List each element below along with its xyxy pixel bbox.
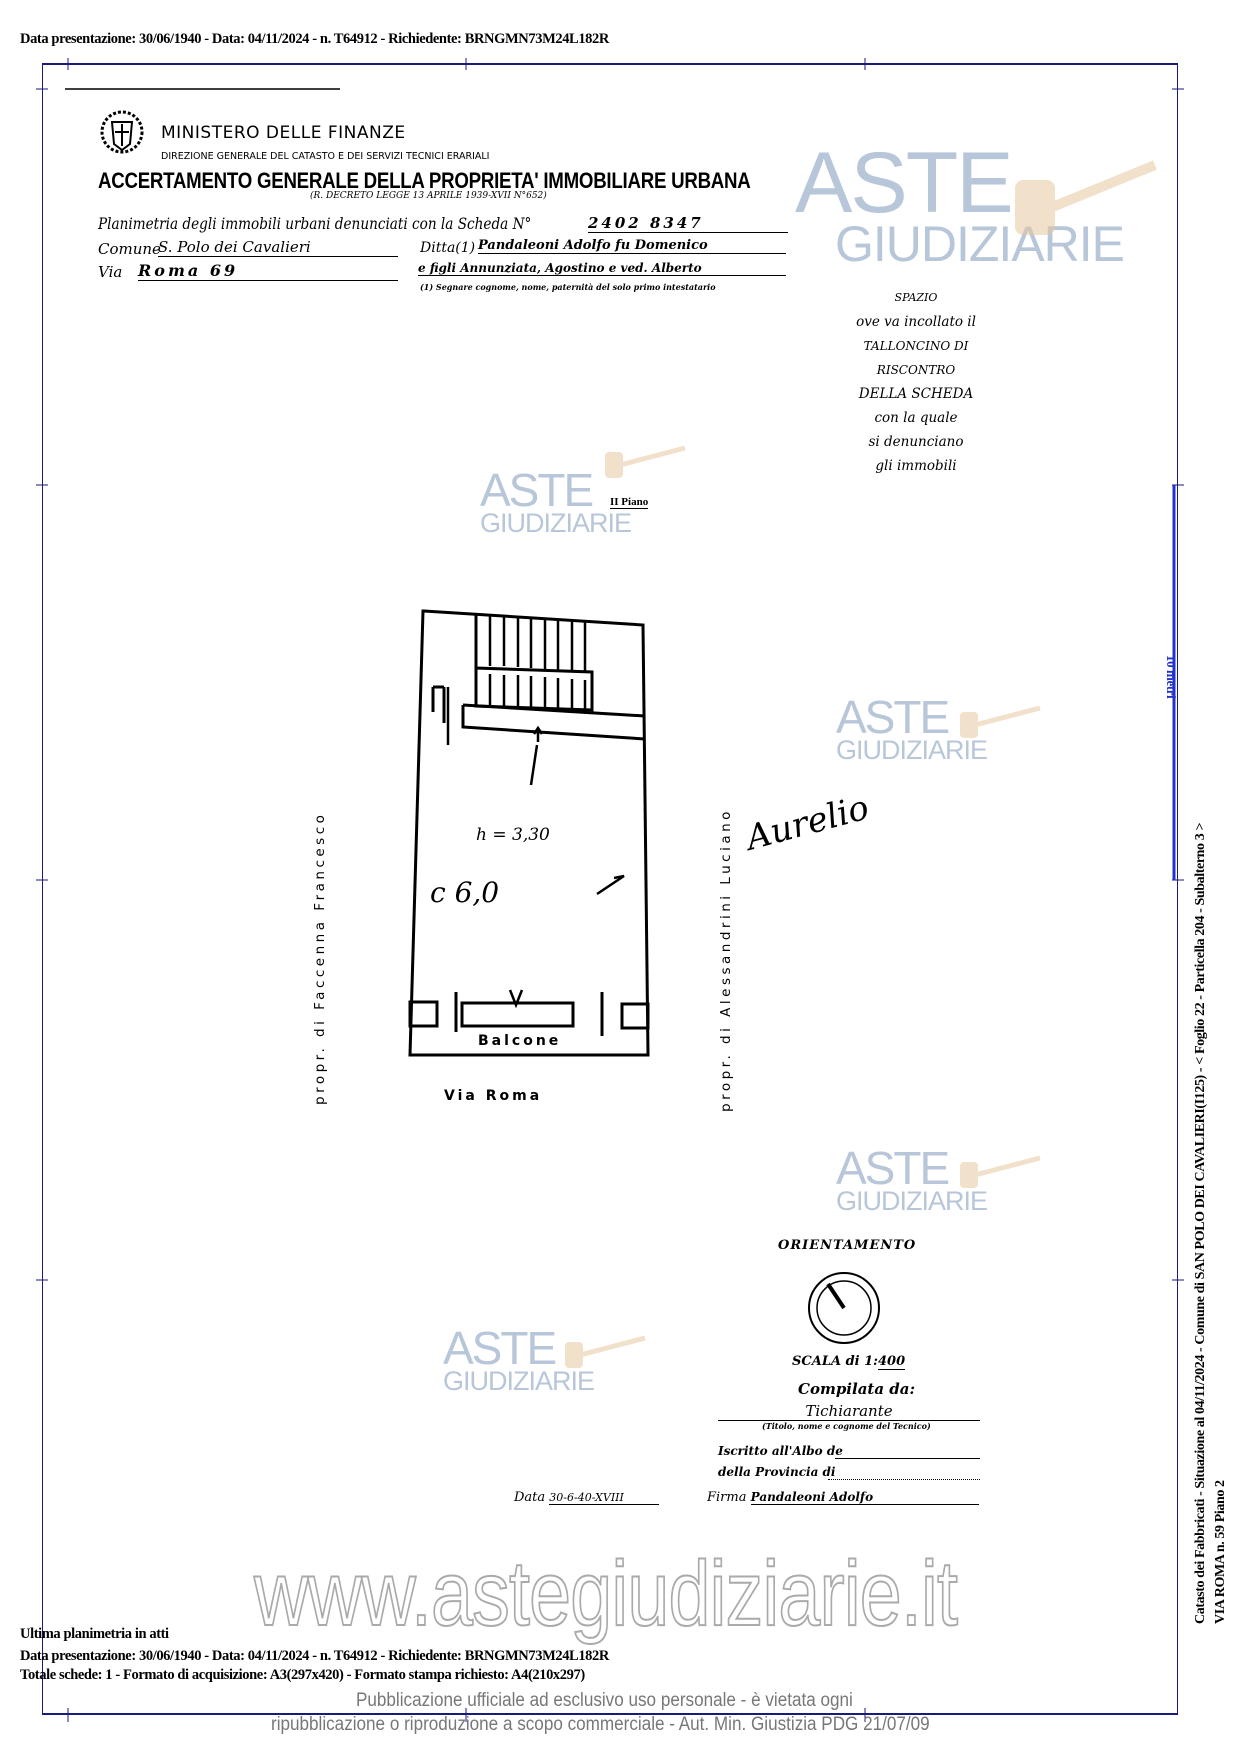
watermark-brand: ASTE: [480, 464, 594, 516]
comune-value: S. Polo dei Cavalieri: [158, 238, 398, 257]
planimetria-label: Planimetria degli immobili urbani denunc…: [98, 214, 532, 233]
sign-label: Firma: [707, 1490, 747, 1505]
ministry-name: MINISTERO DELLE FINANZE: [161, 123, 406, 143]
gavel-icon: [605, 445, 686, 478]
floor-label: II Piano: [610, 496, 649, 509]
watermark-brand-sub: GIUDIZIARIE: [480, 508, 632, 539]
province-field: [828, 1479, 980, 1480]
gavel-icon: [960, 1155, 1041, 1188]
scale-bar-label: 10 metri: [1164, 655, 1179, 699]
via-value: Roma 69: [138, 261, 398, 281]
side-line-2: VIA ROMA n. 59 Piano 2: [1213, 1480, 1228, 1624]
floor-plan: [408, 609, 650, 1057]
side-line-1: Catasto dei Fabbricati - Situazione al 0…: [1193, 822, 1208, 1624]
ditta-value-1: Pandaleoni Adolfo fu Domenico: [478, 238, 786, 254]
watermark-brand: ASTE: [836, 1142, 950, 1194]
date-label: Data: [514, 1490, 546, 1505]
footer-line-1: Data presentazione: 30/06/1940 - Data: 0…: [20, 1648, 609, 1664]
height-note: h = 3,30: [476, 825, 550, 845]
gavel-icon: [565, 1335, 646, 1368]
watermark-brand-sub: GIUDIZIARIE: [443, 1366, 595, 1397]
ditta-label: Ditta(1): [420, 240, 476, 256]
ditta-note: (1) Segnare cognome, nome, paternità del…: [420, 282, 716, 292]
scale-label: SCALA di 1:: [792, 1354, 878, 1369]
albo-label: Iscritto all'Albo de: [718, 1444, 843, 1458]
date-value: 30-6-40-XVIII: [549, 1491, 660, 1505]
compass-icon: [808, 1272, 880, 1344]
watermark-brand-sub: GIUDIZIARIE: [836, 735, 988, 766]
ditta-value-2: e figli Annunziata, Agostino e ved. Albe…: [418, 261, 786, 276]
via-label: Via: [98, 263, 123, 281]
street-label: Via Roma: [444, 1088, 543, 1104]
spazio-line: ove va incollato il: [856, 314, 976, 330]
left-neighbor: propr. di Faccenna Francesco: [312, 811, 328, 1105]
spazio-line: TALLONCINO DI RISCONTRO: [863, 339, 969, 377]
footer-line-2: Totale schede: 1 - Formato di acquisizio…: [20, 1667, 585, 1683]
notice-line-2: ripubblicazione o riproduzione a scopo c…: [271, 1714, 930, 1735]
scheda-number: 2402 8347: [588, 214, 788, 233]
technician-note: (Titolo, nome e cognome del Tecnico): [762, 1421, 931, 1431]
page-frame: [42, 63, 1178, 1715]
spazio-line: SPAZIO: [894, 291, 938, 304]
decree: (R. DECRETO LEGGE 13 APRILE 1939-XVII N°…: [310, 191, 547, 201]
watermark-brand: ASTE: [836, 691, 950, 743]
last-plan-note: Ultima planimetria in atti: [20, 1626, 169, 1642]
watermark-brand: ASTE: [795, 135, 1014, 231]
ministry-emblem-icon: [100, 110, 144, 154]
form-title: ACCERTAMENTO GENERALE DELLA PROPRIETA' I…: [98, 168, 751, 193]
sign: Firma Pandaleoni Adolfo: [707, 1490, 979, 1505]
room-label: c 6,0: [430, 876, 500, 909]
balcony-label: Balcone: [478, 1033, 562, 1049]
spazio-line: si denunciano: [868, 434, 964, 450]
scale-value: 400: [877, 1354, 906, 1370]
technician: Tichiarante: [718, 1402, 980, 1421]
spazio-line: DELLA SCHEDA: [858, 386, 974, 402]
gavel-icon: [960, 705, 1041, 738]
spazio-line: con la quale: [874, 410, 958, 426]
albo-field: [835, 1458, 980, 1459]
orientation-label: ORIENTAMENTO: [778, 1238, 917, 1253]
date: Data 30-6-40-XVIII: [514, 1490, 660, 1505]
sign-value: Pandaleoni Adolfo: [750, 1490, 979, 1505]
notice-line-1: Pubblicazione ufficiale ad esclusivo uso…: [356, 1690, 853, 1711]
gavel-icon: [1015, 160, 1157, 235]
scale: SCALA di 1:400: [792, 1354, 906, 1370]
province-label: della Provincia di: [718, 1465, 836, 1479]
header-line: Data presentazione: 30/06/1940 - Data: 0…: [20, 31, 609, 47]
comune-label: Comune: [98, 240, 161, 258]
watermark-brand: ASTE: [443, 1322, 557, 1374]
directorate: DIREZIONE GENERALE DEL CATASTO E DEI SER…: [161, 151, 490, 162]
spazio-line: gli immobili: [875, 458, 957, 474]
spazio-box: SPAZIO ove va incollato il TALLONCINO DI…: [846, 286, 986, 478]
right-neighbor: propr. di Alessandrini Luciano: [718, 808, 734, 1112]
compiled-by: Compilata da:: [798, 1380, 916, 1398]
watermark-brand-sub: GIUDIZIARIE: [836, 1186, 988, 1217]
watermark-brand-sub: GIUDIZIARIE: [835, 216, 1125, 273]
watermark-url: www.astegiudiziarie.it: [253, 1543, 959, 1645]
